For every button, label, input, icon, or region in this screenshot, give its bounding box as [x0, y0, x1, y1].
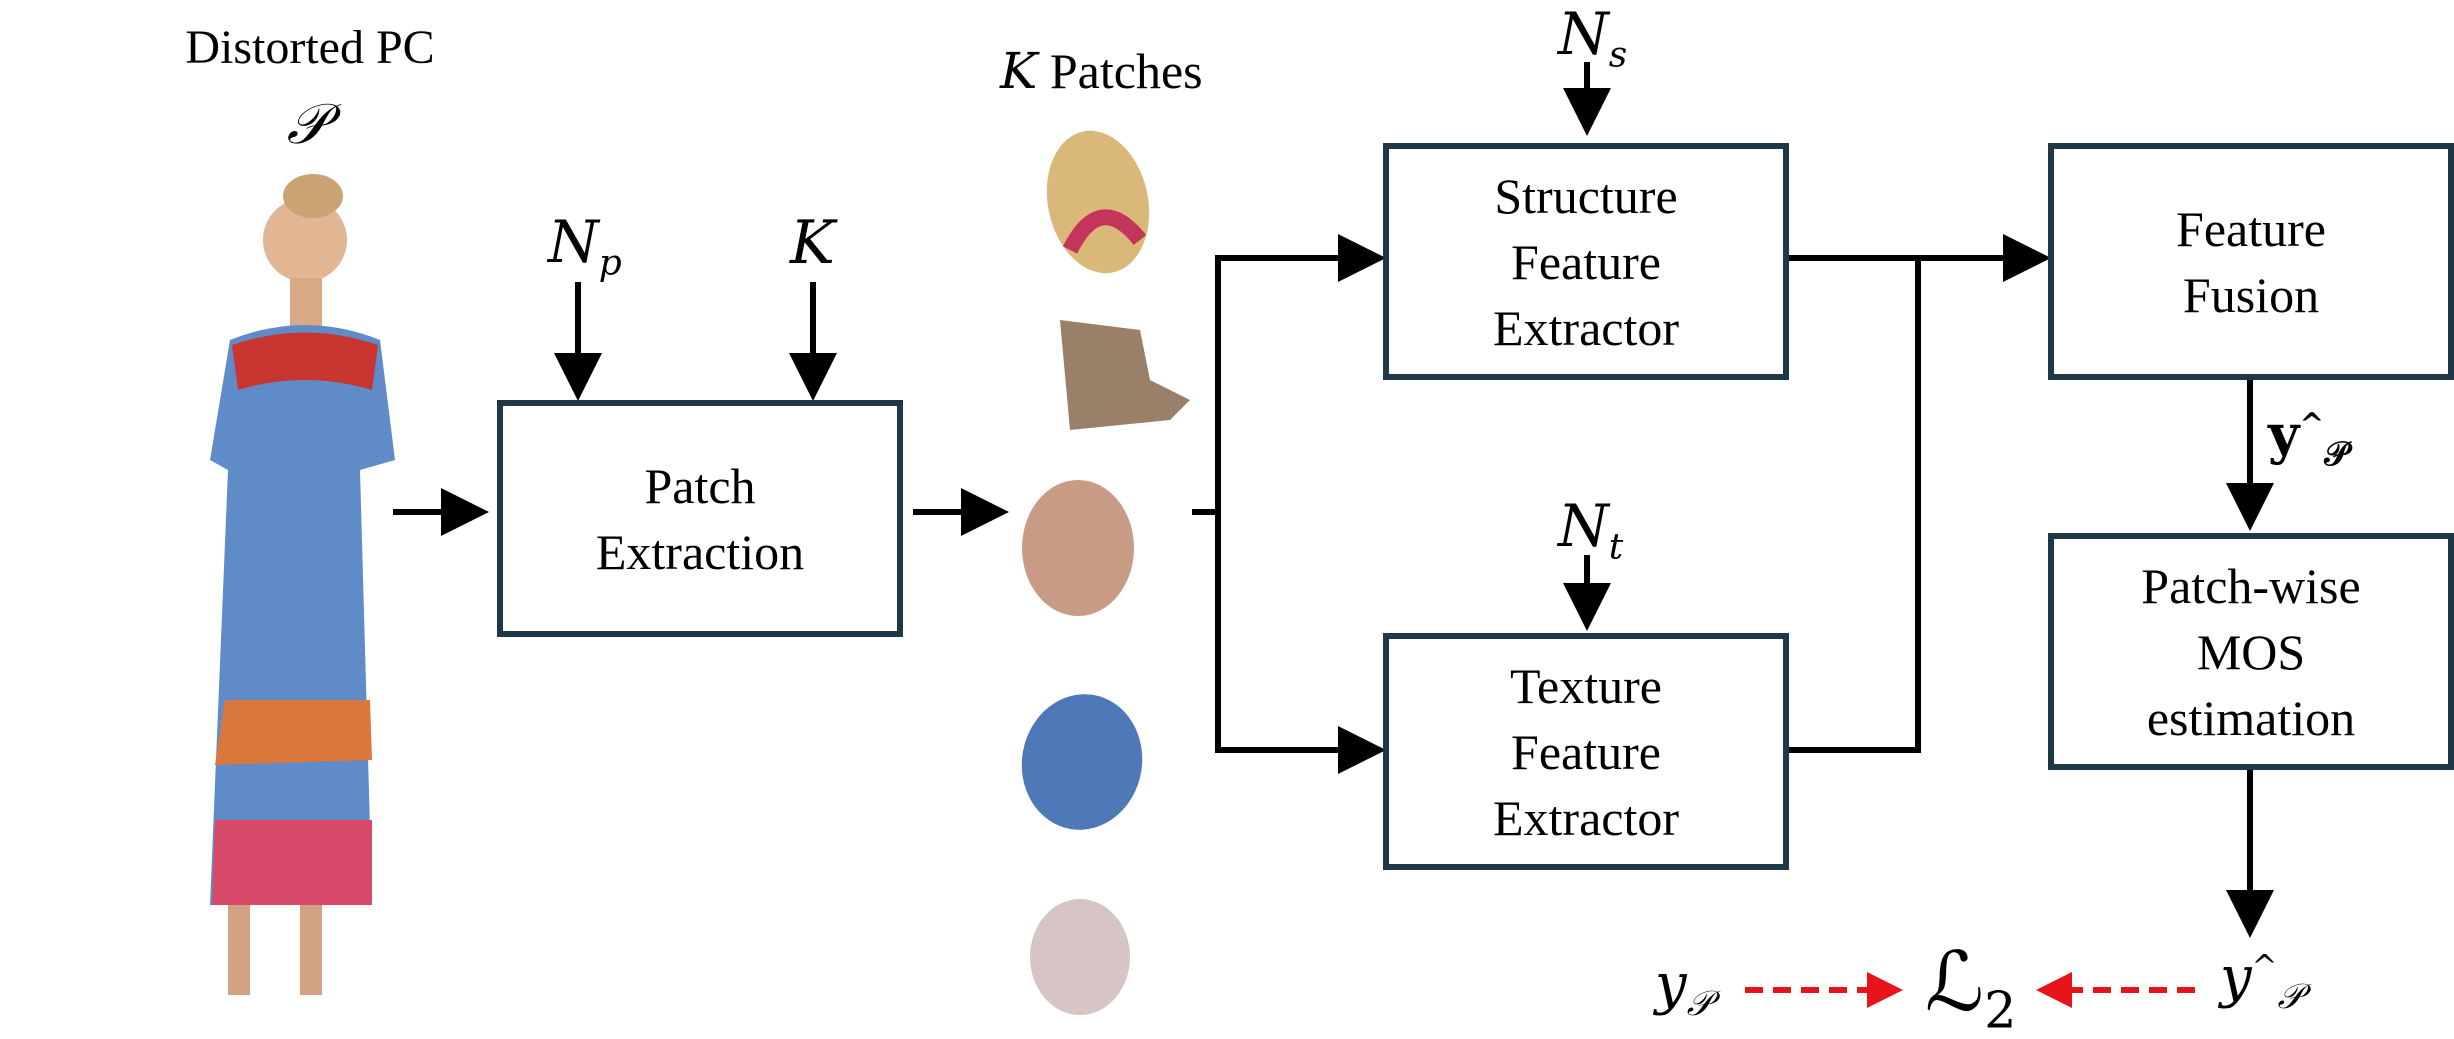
- param-k: K: [790, 208, 835, 278]
- patch-extraction-block: Patch Extraction: [497, 400, 903, 637]
- input-title: Distorted PC: [185, 21, 435, 74]
- param-nt: Nt: [1558, 492, 1624, 568]
- patch-4: [1021, 694, 1143, 830]
- loss-symbol: ℒ2: [1925, 935, 2017, 1039]
- prediction-symbol: y^𝒫: [2220, 945, 2303, 1018]
- ground-truth-symbol: y𝒫: [1655, 952, 1712, 1025]
- patch-3: [1022, 480, 1134, 616]
- texture-feature-extractor-block: Texture Feature Extractor: [1383, 633, 1789, 870]
- patch-thumbnails: [1021, 130, 1190, 1015]
- param-np: Np: [548, 208, 622, 284]
- param-ns: Ns: [1558, 0, 1628, 76]
- feature-fusion-block: Feature Fusion: [2048, 143, 2454, 380]
- mos-estimation-block: Patch-wise MOS estimation: [2048, 533, 2454, 770]
- structure-feature-extractor-block: Structure Feature Extractor: [1383, 143, 1789, 380]
- patches-header: K Patches: [1000, 42, 1203, 100]
- input-symbol: 𝒫: [286, 92, 328, 157]
- patch-5: [1030, 899, 1130, 1015]
- fusion-output-symbol: y^𝒫: [2268, 402, 2349, 473]
- patch-1: [1046, 130, 1150, 274]
- patch-2: [1060, 320, 1190, 430]
- distorted-point-cloud-figure: [210, 174, 395, 995]
